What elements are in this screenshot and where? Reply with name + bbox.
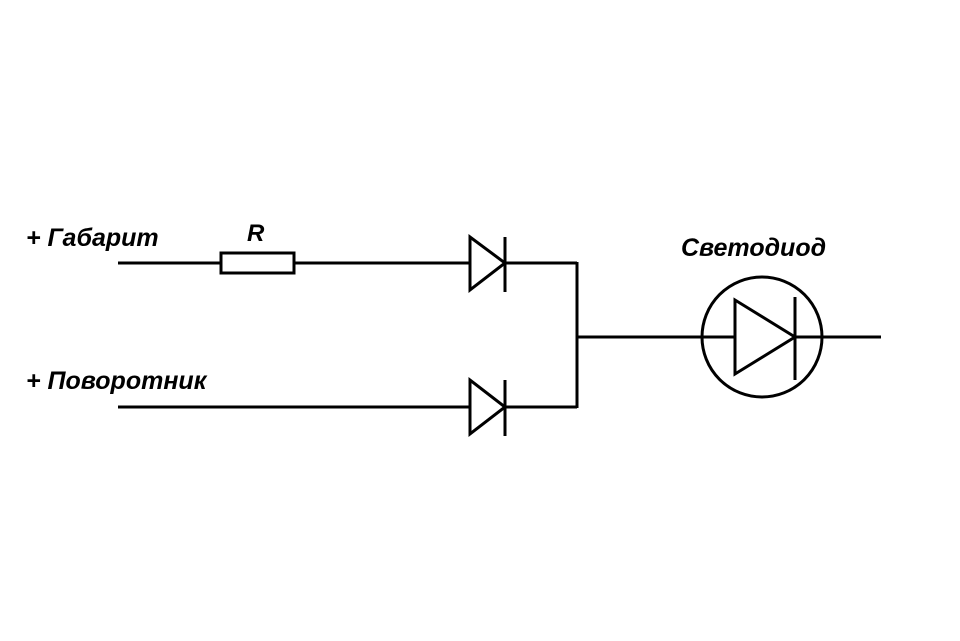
resistor (219, 251, 296, 275)
label-povorotnik: + Поворотник (26, 367, 207, 395)
label-resistor: R (247, 220, 265, 247)
label-led: Светодиод (681, 234, 827, 262)
led-triangle (733, 297, 798, 377)
diode-top (468, 234, 508, 294)
diode-bottom (468, 376, 508, 438)
label-gabarit: + Габарит (26, 224, 159, 252)
